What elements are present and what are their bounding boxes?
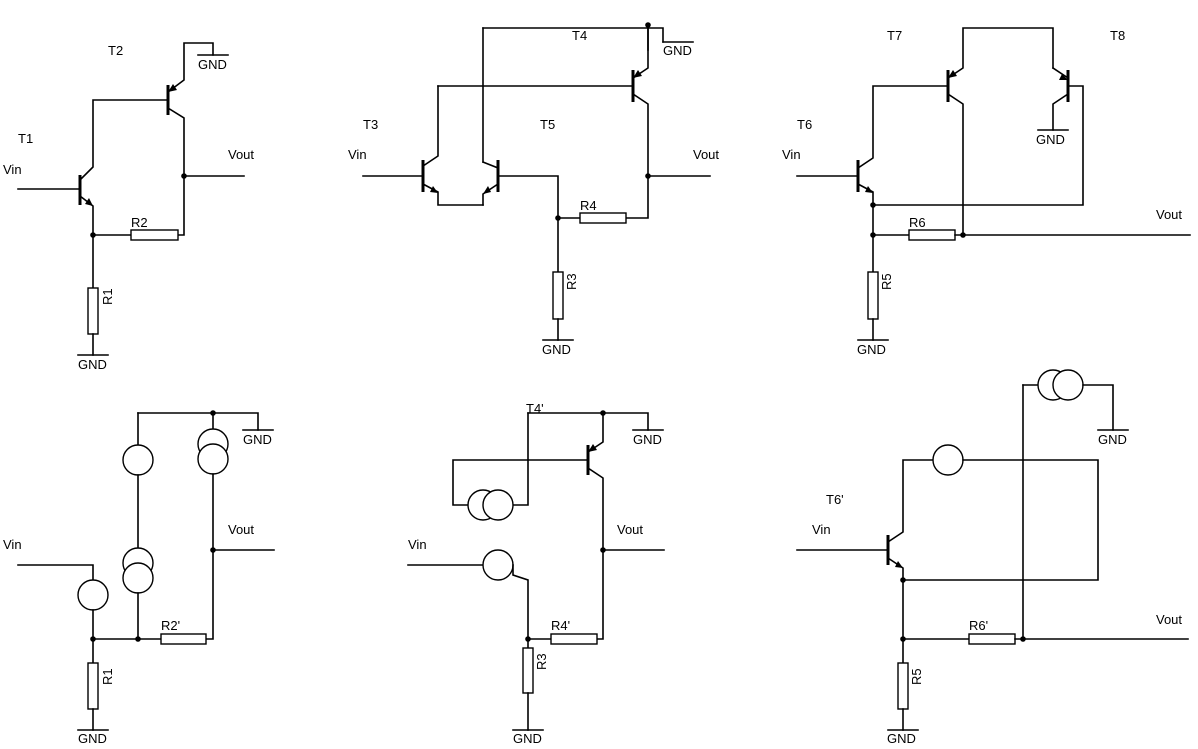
label-t1: T1 xyxy=(18,131,33,146)
label-r6: R6 xyxy=(909,215,926,230)
label-vin: Vin xyxy=(782,147,801,162)
label-gnd: GND xyxy=(243,432,272,447)
label-t4p: T4' xyxy=(526,401,544,416)
label-vout: Vout xyxy=(228,147,254,162)
label-gnd: GND xyxy=(1098,432,1127,447)
label-gnd: GND xyxy=(198,57,227,72)
circuit-3 xyxy=(796,27,1191,341)
label-vin: Vin xyxy=(812,522,831,537)
label-r6p: R6' xyxy=(969,618,988,633)
label-vout: Vout xyxy=(617,522,643,537)
label-vin: Vin xyxy=(348,147,367,162)
label-vin: Vin xyxy=(3,537,22,552)
label-r5: R5 xyxy=(909,668,924,685)
circuit-1 xyxy=(17,42,245,356)
label-t4: T4 xyxy=(572,28,587,43)
label-t3: T3 xyxy=(363,117,378,132)
label-r4: R4 xyxy=(580,198,597,213)
label-r2: R2 xyxy=(131,215,148,230)
label-r2p: R2' xyxy=(161,618,180,633)
label-vout: Vout xyxy=(693,147,719,162)
label-t2: T2 xyxy=(108,43,123,58)
label-vout: Vout xyxy=(1156,207,1182,222)
label-t8: T8 xyxy=(1110,28,1125,43)
label-t6p: T6' xyxy=(826,492,844,507)
label-gnd: GND xyxy=(542,342,571,357)
label-gnd: GND xyxy=(1036,132,1065,147)
label-r3: R3 xyxy=(564,273,579,290)
label-r5: R5 xyxy=(879,273,894,290)
labels: T2 GND T1 Vin Vout R2 R1 GND T4 GND T3 T… xyxy=(3,28,1182,746)
label-r4p: R4' xyxy=(551,618,570,633)
label-gnd: GND xyxy=(513,731,542,746)
label-t5: T5 xyxy=(540,117,555,132)
label-gnd: GND xyxy=(78,357,107,372)
label-gnd: GND xyxy=(887,731,916,746)
label-r1: R1 xyxy=(100,668,115,685)
label-r3: R3 xyxy=(534,653,549,670)
label-t7: T7 xyxy=(887,28,902,43)
label-r1: R1 xyxy=(100,288,115,305)
label-gnd: GND xyxy=(633,432,662,447)
label-vin: Vin xyxy=(408,537,427,552)
label-vin: Vin xyxy=(3,162,22,177)
circuit-5 xyxy=(407,410,665,731)
circuit-2 xyxy=(362,22,711,341)
circuit-4 xyxy=(17,410,275,731)
circuit-6 xyxy=(796,369,1189,731)
label-t6: T6 xyxy=(797,117,812,132)
label-gnd: GND xyxy=(663,43,692,58)
label-gnd: GND xyxy=(857,342,886,357)
label-gnd: GND xyxy=(78,731,107,746)
label-vout: Vout xyxy=(1156,612,1182,627)
label-vout: Vout xyxy=(228,522,254,537)
